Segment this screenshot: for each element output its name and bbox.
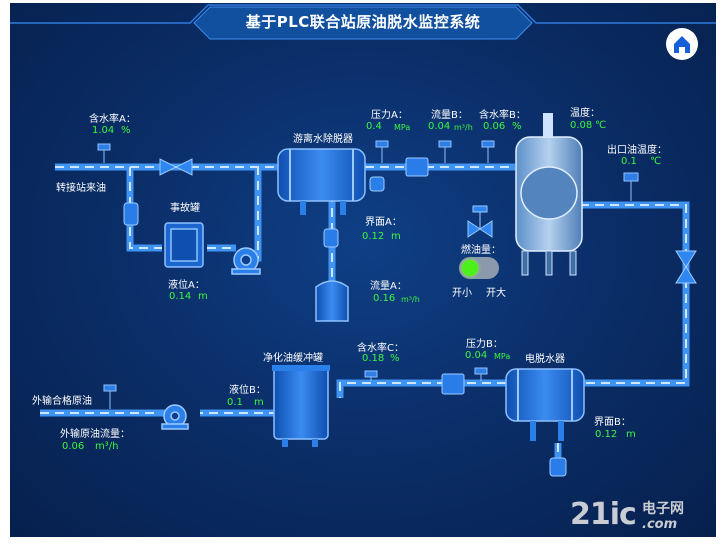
process-diagram [10,4,716,477]
outlet-oil-temp-label: 出口油温度： [607,145,667,156]
water-cut-a-label: 含水率A： [89,114,136,125]
level-a-value: 0.14 [169,291,192,302]
watermark-big: 21ic [570,497,637,532]
fuel-switch-knob [462,260,478,276]
flow-meters [123,157,567,477]
pipes [40,163,690,473]
water-cut-c-value: 0.18 [362,353,385,364]
header-frame [10,4,716,24]
outlet-oil-temp-unit: ℃ [650,156,662,167]
incoming-oil-label: 转接站来油 [56,183,106,194]
water-cut-a-unit: % [121,125,131,136]
watermark-logo: 21ic 电子网 .com [570,497,720,537]
header-banner [193,6,533,40]
water-cut-c-label: 含水率C： [357,343,404,354]
level-a-unit: m [198,291,208,302]
flow-b-label: 流量B： [431,110,468,121]
watermark-cn: 电子网 [642,501,684,517]
water-cut-b-value: 0.06 [483,121,506,132]
temperature-unit: ℃ [595,120,607,131]
export-oil-label: 外输合格原油 [32,396,92,407]
water-cut-c-unit: % [390,353,400,364]
pressure-a-value: 0.4 [366,121,382,132]
water-tank [315,280,349,322]
watermark-com: .com [642,517,678,532]
electric-dehydrator-label: 电脱水器 [525,354,565,365]
water-cut-b-label: 含水率B： [479,110,526,121]
switch-large-label[interactable]: 开大 [486,288,506,299]
pressure-b-unit: MPa [494,352,511,361]
home-icon [674,36,690,53]
pressure-a-unit: MPa [394,123,411,132]
export-oil-flow-unit: m³/h [95,441,119,452]
level-b-label: 液位B： [229,385,266,396]
dehydrator-vessel [277,148,385,215]
page-title: 基于PLC联合站原油脱水监控系统 [245,13,481,31]
fuel-amount-label: 燃油量： [461,245,501,256]
pressure-b-label: 压力B： [466,339,503,350]
flow-b-value: 0.04 [428,121,451,132]
interface-a-unit: m [391,231,401,242]
temperature-label: 温度： [570,108,600,119]
pressure-b-value: 0.04 [465,350,488,361]
header: 基于PLC联合站原油脱水监控系统 [208,3,518,41]
switch-small-label[interactable]: 开小 [452,288,472,299]
level-b-unit: m [254,397,264,408]
level-a-label: 液位A： [168,280,205,291]
flow-a-value: 0.16 [373,293,396,304]
flow-a-label: 流量A： [370,281,407,292]
interface-a-value: 0.12 [362,231,385,242]
scada-screen: 基于PLC联合站原油脱水监控系统 含水率A： 1.04 % 转接站来油 事故罐 … [10,3,716,537]
interface-b-unit: m [626,429,636,440]
accident-tank-label: 事故罐 [170,203,200,214]
flow-b-unit: m³/h [454,123,473,132]
interface-a-label: 界面A： [365,217,402,228]
dehydrator-label: 游离水除脱器 [293,134,353,145]
outlet-oil-temp-value: 0.1 [621,156,637,167]
home-button[interactable] [666,28,698,60]
electric-dehydrator-vessel [505,368,585,441]
interface-b-label: 界面B： [594,417,631,428]
temperature-value: 0.08 [570,120,593,131]
water-cut-b-unit: % [512,121,522,132]
instruments [97,140,639,409]
flow-a-unit: m³/h [401,295,420,304]
fuel-switch[interactable] [459,257,499,279]
water-cut-a-value: 1.04 [92,125,115,136]
heating-vessel [515,113,583,276]
interface-b-value: 0.12 [595,429,618,440]
level-b-value: 0.1 [227,397,243,408]
pumps [161,247,261,430]
pressure-a-label: 压力A： [371,110,408,121]
control-valves [159,158,697,284]
buffer-tank-label: 净化油缓冲罐 [263,353,323,364]
export-oil-flow-value: 0.06 [62,441,85,452]
accident-tank [164,222,204,268]
buffer-tank [272,365,330,447]
export-oil-flow-label: 外输原油流量： [60,429,130,440]
